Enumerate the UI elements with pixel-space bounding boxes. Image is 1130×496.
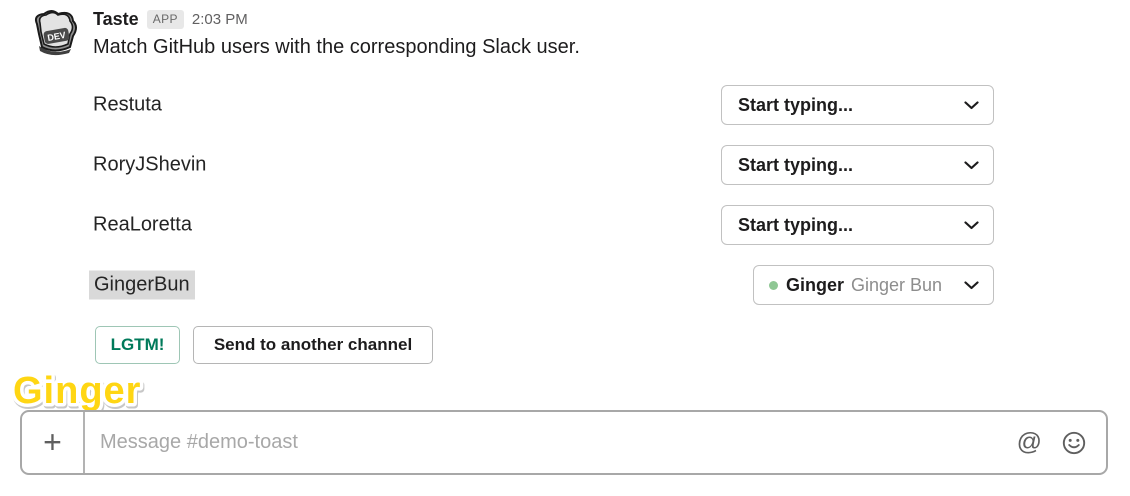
slack-user-select[interactable]: Start typing... [721,145,994,185]
message-timestamp: 2:03 PM [191,11,248,28]
message-header: Taste APP 2:03 PM [93,9,248,30]
chevron-down-icon [964,100,979,110]
github-username: RoryJShevin [93,153,207,176]
selected-user-fullname: Ginger Bun [851,274,943,295]
chevron-down-icon [964,280,979,290]
match-row: ReaLoretta Start typing... [0,205,1130,245]
message-input[interactable] [85,412,1017,473]
app-name[interactable]: Taste [93,9,139,29]
selected-user-name: Ginger [786,274,845,295]
select-placeholder: Start typing... [738,154,854,175]
message-text: Match GitHub users with the correspondin… [93,36,580,58]
github-username-highlighted: GingerBun [89,270,195,300]
match-row: RoryJShevin Start typing... [0,145,1130,185]
send-to-another-channel-button[interactable]: Send to another channel [193,326,433,364]
match-row: GingerBun Ginger Ginger Bun [0,265,1130,305]
chevron-down-icon [964,160,979,170]
cursor-user-name: Ginger [13,370,141,412]
github-username: ReaLoretta [93,213,192,236]
toast-icon: DEV [34,10,77,56]
lgtm-button[interactable]: LGTM! [95,326,180,364]
mention-at-icon[interactable]: @ [1016,428,1042,456]
slack-user-select[interactable]: Start typing... [721,205,994,245]
emoji-smiley-icon[interactable] [1061,430,1087,456]
composer-icons: @ [1017,412,1106,473]
message-composer: + @ [20,410,1108,475]
match-row: Restuta Start typing... [0,85,1130,125]
app-badge: APP [146,10,184,29]
slack-user-select-filled[interactable]: Ginger Ginger Bun [753,265,994,305]
select-placeholder: Start typing... [738,214,854,235]
slack-user-select[interactable]: Start typing... [721,85,994,125]
github-username: Restuta [93,93,162,116]
app-avatar-toast[interactable]: DEV [29,6,81,58]
avatar-dev-badge: DEV [47,30,67,43]
presence-active-icon [769,280,778,290]
chevron-down-icon [964,220,979,230]
message-actions: LGTM! Send to another channel [95,326,433,364]
select-placeholder: Start typing... [738,94,854,115]
attach-plus-button[interactable]: + [22,412,85,473]
